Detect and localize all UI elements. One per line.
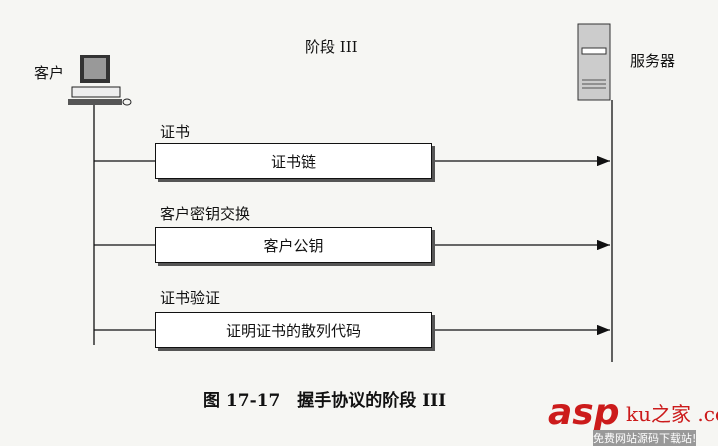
message-label: 证书验证 [160,289,221,307]
watermark-suffix: ku之家 .com [626,402,718,426]
watermark-logo: asp ku之家 .com 免费网站源码下载站! [548,392,718,446]
message-box: 证书链 [155,143,432,179]
client-label: 客户 [34,64,65,82]
message-label: 证书 [160,123,191,141]
figure-caption: 图 17-17 握手协议的阶段 III [203,391,447,411]
message-box: 证明证书的散列代码 [155,312,432,348]
message-box: 客户公钥 [155,227,432,263]
watermark-tagline: 免费网站源码下载站! [593,430,697,446]
message-label: 客户密钥交换 [160,205,251,223]
phase-title: 阶段 III [305,38,358,56]
computer-icon [68,55,132,106]
watermark-brand: asp [548,392,620,433]
server-label: 服务器 [630,52,676,70]
server-icon [577,23,611,101]
